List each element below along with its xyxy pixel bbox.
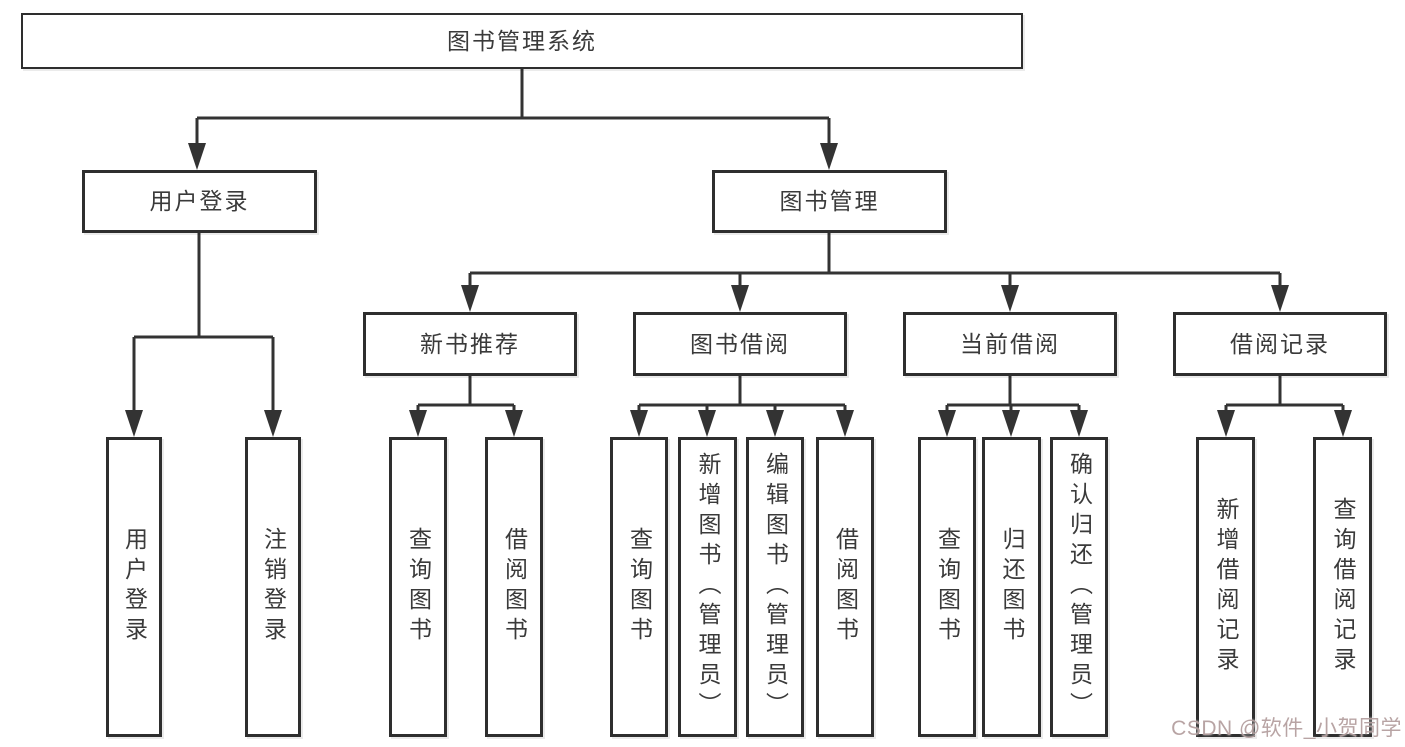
leaf-confirm-return-admin: 确认归还（管理员） xyxy=(1050,437,1108,737)
leaf-query-books-2: 查询图书 xyxy=(610,437,668,737)
leaf-query-borrow-record: 查询借阅记录 xyxy=(1313,437,1372,737)
leaf-query-books-3: 查询图书 xyxy=(918,437,976,737)
node-borrow-records: 借阅记录 xyxy=(1173,312,1387,376)
leaf-add-books-admin: 新增图书（管理员） xyxy=(678,437,737,737)
leaf-borrow-books-1: 借阅图书 xyxy=(485,437,543,737)
leaf-user-login: 用户登录 xyxy=(106,437,162,737)
node-user-login: 用户登录 xyxy=(82,170,317,233)
leaf-logout: 注销登录 xyxy=(245,437,301,737)
node-book-borrowing: 图书借阅 xyxy=(633,312,847,376)
watermark: CSDN @软件_小贺同学 xyxy=(1171,717,1402,740)
node-book-management: 图书管理 xyxy=(712,170,947,233)
node-current-borrowing: 当前借阅 xyxy=(903,312,1117,376)
leaf-edit-books-admin: 编辑图书（管理员） xyxy=(746,437,804,737)
leaf-query-books-1: 查询图书 xyxy=(389,437,447,737)
leaf-add-borrow-record: 新增借阅记录 xyxy=(1196,437,1255,737)
leaf-return-books: 归还图书 xyxy=(982,437,1041,737)
node-library-management-system: 图书管理系统 xyxy=(21,13,1023,69)
node-new-book-recommend: 新书推荐 xyxy=(363,312,577,376)
leaf-borrow-books-2: 借阅图书 xyxy=(816,437,874,737)
arrowheads xyxy=(125,143,1352,437)
